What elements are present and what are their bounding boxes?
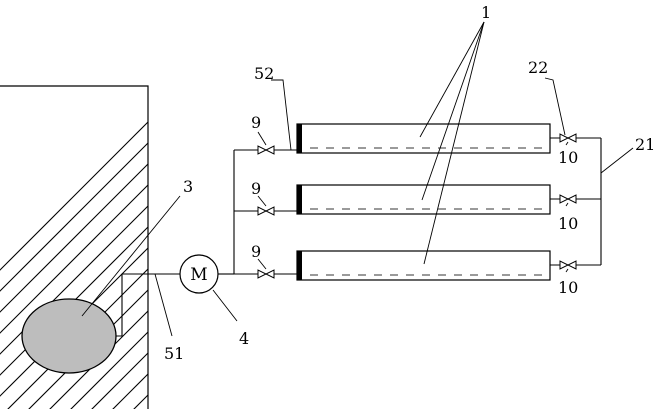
hatch-line xyxy=(70,331,148,409)
label-ref-9-mid: 9 xyxy=(251,179,261,198)
leader-4 xyxy=(212,289,238,322)
motor-label: M xyxy=(190,265,207,285)
outlet-valve-bot-icon xyxy=(559,260,577,270)
label-ref-4: 4 xyxy=(239,329,249,348)
leader-1-bot xyxy=(423,21,485,265)
outlet-valve-mid-icon xyxy=(559,194,577,204)
hatch-line xyxy=(0,163,148,313)
earth-boundary xyxy=(0,85,149,409)
reservoir xyxy=(21,298,117,374)
leader-1-top xyxy=(419,21,485,138)
hatch-line xyxy=(0,184,148,334)
tube-top xyxy=(296,123,551,154)
leader-21 xyxy=(600,147,634,174)
inlet-valve-top-icon xyxy=(257,145,275,155)
label-ref-10-top: 10 xyxy=(558,148,578,167)
leader-9-mid xyxy=(257,195,267,207)
leader-9-bot xyxy=(257,258,267,270)
inlet-valve-bot-icon xyxy=(257,269,275,279)
label-ref-21: 21 xyxy=(635,135,655,154)
hatch-line xyxy=(0,121,148,271)
hatch-line xyxy=(91,352,148,409)
tube-bot xyxy=(296,250,551,281)
leader-51 xyxy=(154,273,173,337)
leader-9-top xyxy=(257,131,267,146)
label-ref-9-bot: 9 xyxy=(251,242,261,261)
label-ref-3: 3 xyxy=(183,177,193,196)
leader-22 xyxy=(544,77,566,136)
label-ref-1: 1 xyxy=(481,3,491,22)
pipe-51 xyxy=(116,273,180,337)
label-ref-10-bot: 10 xyxy=(558,278,578,297)
leader-10-bot xyxy=(565,268,569,273)
hatch-line xyxy=(0,142,148,292)
inlet-valve-mid-icon xyxy=(257,206,275,216)
leader-1-mid xyxy=(421,21,485,201)
tube-mid xyxy=(296,184,551,215)
leader-52 xyxy=(271,79,292,151)
label-ref-52: 52 xyxy=(254,64,274,83)
hatch-line xyxy=(0,205,148,355)
motor-m-icon: M xyxy=(179,254,219,294)
leader-10-mid xyxy=(565,202,569,207)
label-ref-22: 22 xyxy=(528,58,548,77)
outlet-valve-top-icon xyxy=(559,133,577,143)
leader-3 xyxy=(81,195,181,317)
leader-lines xyxy=(81,21,634,337)
hatch-line xyxy=(0,226,148,376)
leader-10-top xyxy=(565,141,569,146)
label-ref-51: 51 xyxy=(164,344,184,363)
label-ref-10-mid: 10 xyxy=(558,214,578,233)
label-ref-9-top: 9 xyxy=(251,113,261,132)
hatch-line xyxy=(0,247,148,397)
